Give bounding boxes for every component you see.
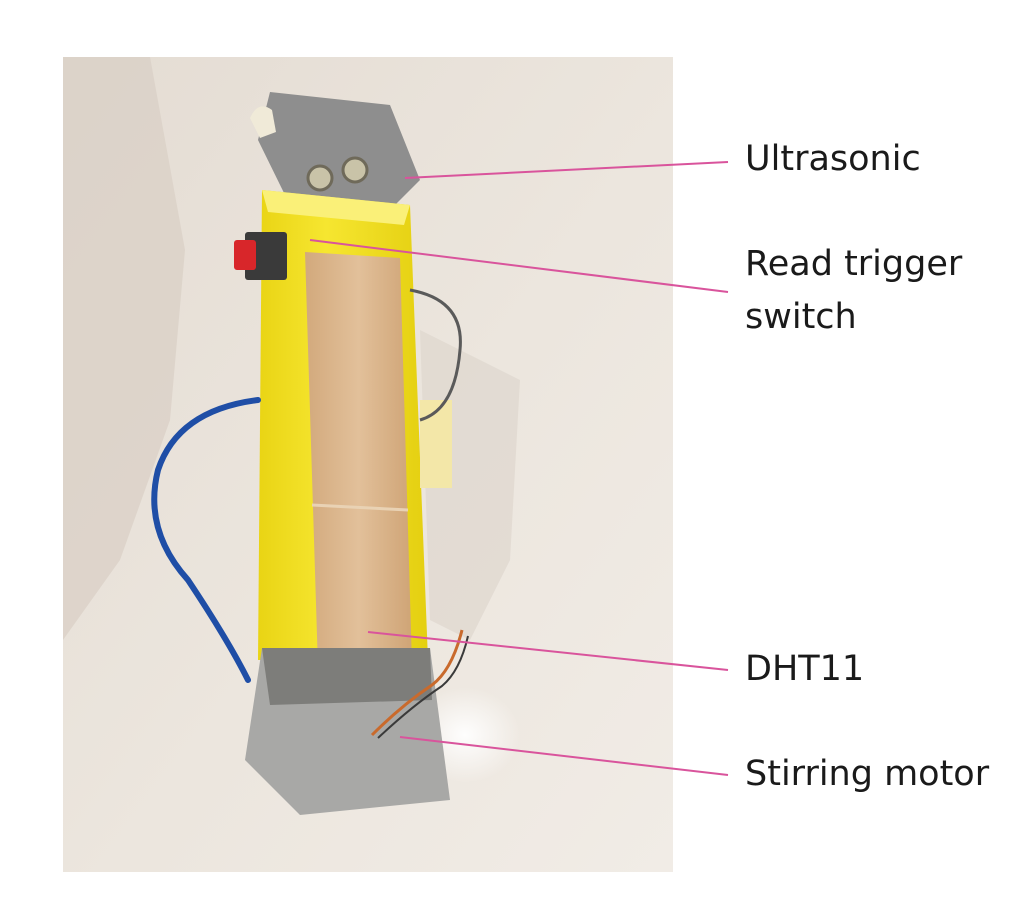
photo (63, 57, 673, 872)
callout-stirring-motor-line-1: Stirring motor (745, 754, 990, 794)
callout-label-dht11: DHT11 (745, 643, 864, 696)
callout-label-ultrasonic: Ultrasonic (745, 133, 921, 186)
leader-line-read-trigger-switch (309, 239, 729, 293)
ultrasonic-transducer-left (306, 164, 334, 192)
motor-housing-band (262, 648, 432, 705)
gray-wire-right (409, 288, 462, 422)
callout-read-trigger-line-2: switch (745, 297, 857, 337)
leader-line-ultrasonic (404, 161, 729, 179)
shadow-left (63, 57, 185, 640)
leader-line-stirring-motor (399, 736, 729, 776)
motor-wires (370, 629, 464, 737)
callout-ultrasonic-line-1: Ultrasonic (745, 139, 921, 179)
ultrasonic-transducer-right (341, 156, 369, 184)
callout-read-trigger-line-1: Read trigger (745, 244, 963, 284)
wood-seam (311, 503, 409, 512)
motor-wires-2 (377, 635, 469, 739)
blue-wire (151, 397, 261, 683)
callout-leader-lines (309, 161, 729, 776)
yellow-enclosure-top (262, 190, 410, 225)
side-module (420, 400, 452, 488)
leader-line-dht11 (367, 631, 729, 671)
top-connector-stub (250, 106, 276, 138)
wood-block (305, 252, 412, 668)
read-trigger-button-cap (234, 240, 256, 270)
callout-label-read-trigger-switch: Read trigger switch (745, 238, 962, 344)
ultrasonic-mount-plate (258, 92, 420, 205)
callout-dht11-line-1: DHT11 (745, 649, 865, 689)
callout-label-stirring-motor: Stirring motor (745, 748, 989, 801)
